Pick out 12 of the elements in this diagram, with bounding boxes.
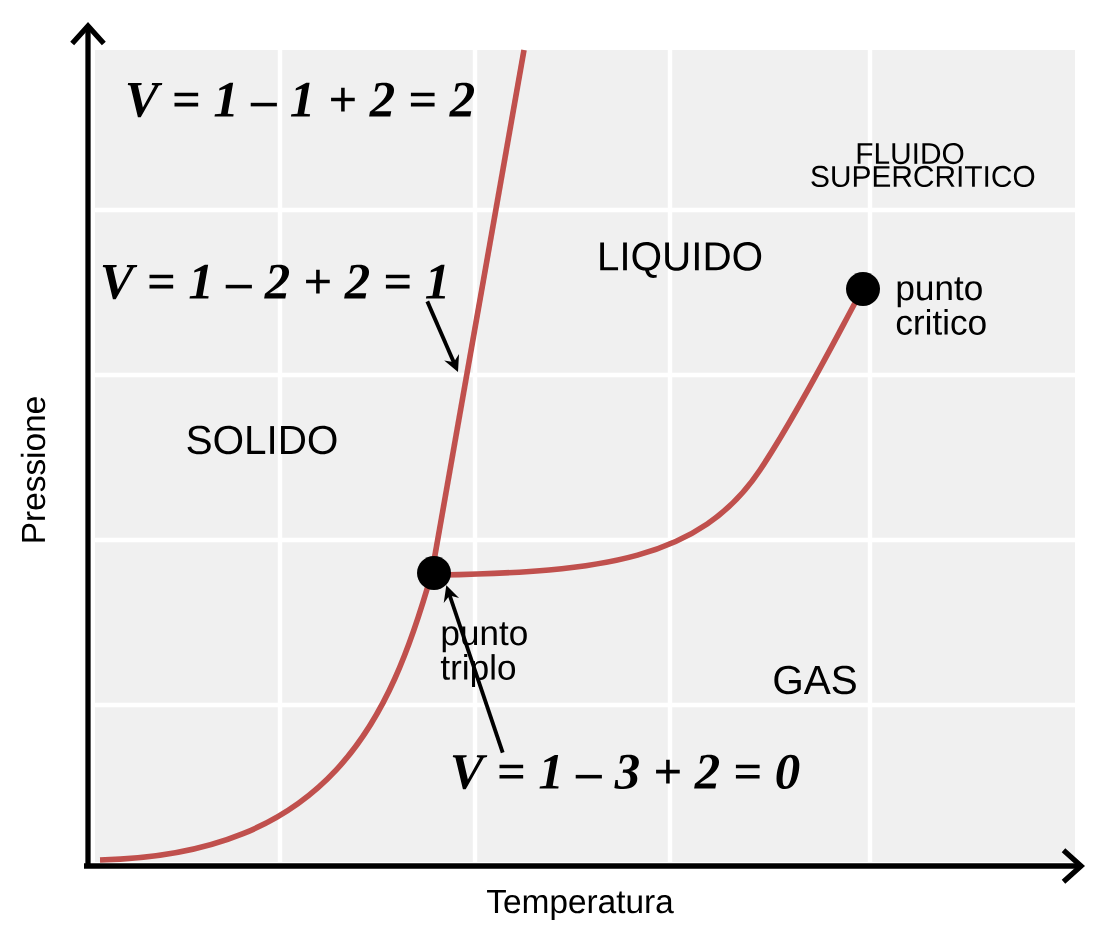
point-label: punto critico	[896, 277, 986, 335]
axis-label: Pressione	[20, 397, 46, 542]
axis-label: Temperatura	[487, 890, 674, 920]
region-label: LIQUIDO	[600, 242, 762, 278]
point-dot	[846, 272, 880, 306]
point-dot	[417, 556, 451, 590]
formula-label: V = 1 – 2 + 2 = 1	[102, 264, 446, 300]
formula-label: V = 1 – 1 + 2 = 2	[127, 82, 475, 118]
region-label: SOLIDO	[187, 425, 337, 455]
formula-label: V = 1 – 3 + 2 = 0	[452, 754, 800, 790]
region-label: FLUIDO SUPERCRITICO	[811, 142, 1035, 188]
region-label: GAS	[774, 665, 856, 695]
